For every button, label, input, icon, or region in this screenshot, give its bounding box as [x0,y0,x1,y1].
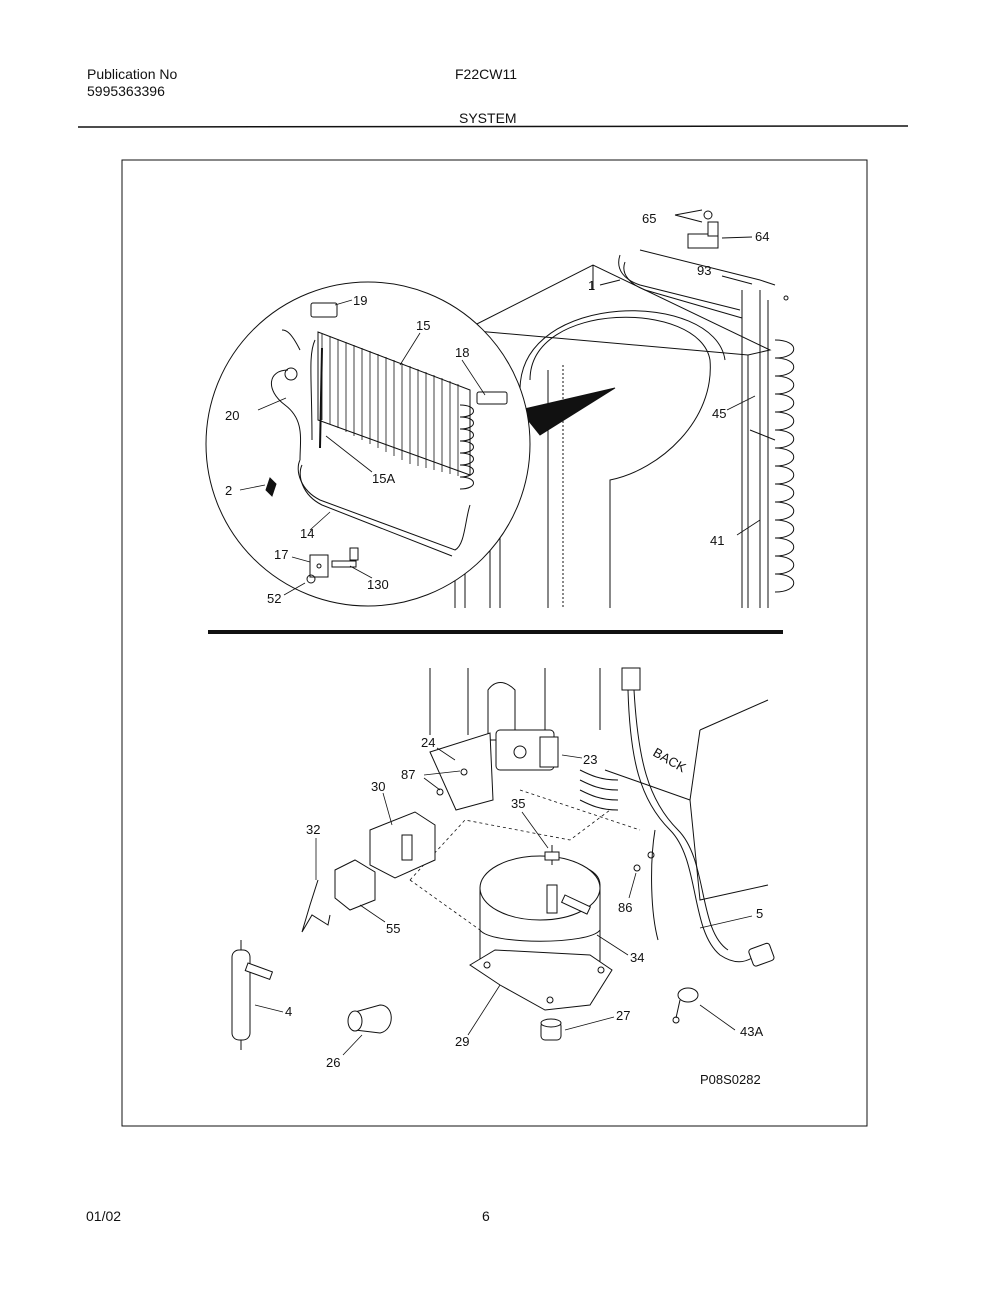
part-35 [544,851,560,861]
screw-87b [436,788,444,796]
callout-20: 20 [225,408,239,423]
callout-65: 65 [642,211,656,226]
callout-43a: 43A [740,1024,763,1039]
leader-lines-upper [239,299,761,596]
publication-number: 5995363396 [87,83,165,99]
overload-relay-30 [369,811,436,879]
part-20 [284,367,298,381]
callout-27: 27 [616,1008,630,1023]
drier-4 [231,940,274,1050]
section-title: SYSTEM [459,110,517,126]
callout-23: 23 [583,752,597,767]
callout-93: 93 [697,263,711,278]
callout-29: 29 [455,1034,469,1049]
grommet-26 [347,1004,392,1034]
callout-41: 41 [710,533,724,548]
callout-45: 45 [712,406,726,421]
callout-14: 14 [300,526,314,541]
part-17 [309,554,329,578]
part-2 [265,477,277,497]
screw-87a [460,768,468,776]
callout-32: 32 [306,822,320,837]
page-number: 6 [482,1208,490,1224]
callout-18: 18 [455,345,469,360]
figure-code: P08S0282 [700,1072,761,1087]
part-19 [310,302,338,318]
callout-19: 19 [353,293,367,308]
screw-86 [633,864,641,872]
condenser-coil [618,249,795,608]
callout-86: 86 [618,900,632,915]
callout-17: 17 [274,547,288,562]
callout-24: 24 [421,735,435,750]
back-label: BACK [651,745,689,776]
callout-130: 130 [367,577,389,592]
model-number: F22CW11 [455,66,517,82]
part-130 [331,560,357,568]
diagram-frame [121,159,868,1127]
part-52 [306,574,316,584]
leader-lines-lower [254,747,753,1056]
cabinet-base [429,668,769,901]
callout-15: 15 [416,318,430,333]
wire-32 [301,879,331,933]
callout-52: 52 [267,591,281,606]
part-18 [476,391,508,405]
callout-4: 4 [285,1004,292,1019]
callout-55: 55 [386,921,400,936]
bracket-64 [599,209,789,301]
compressor-29 [469,845,613,1011]
power-cord-5 [579,667,775,967]
relay-cover-55 [334,859,376,911]
callout-labels: 65 64 93 1 45 41 19 15 18 20 15A 2 14 17… [225,211,769,1087]
callout-35: 35 [511,796,525,811]
clamp-43a [672,987,699,1024]
callout-64: 64 [755,229,769,244]
callout-26: 26 [326,1055,340,1070]
callout-5: 5 [756,906,763,921]
evaporator-detail [205,281,531,607]
callout-34: 34 [630,950,644,965]
grommet-27 [540,1018,562,1041]
footer-date: 01/02 [86,1208,122,1224]
callout-30: 30 [371,779,385,794]
callout-1: 1 [588,278,595,293]
header-rule [77,125,909,128]
callout-87: 87 [401,767,415,782]
callout-2: 2 [225,483,232,498]
callout-15a: 15A [372,471,395,486]
publication-label: Publication No [87,66,178,82]
defrost-timer-23 [495,729,559,771]
